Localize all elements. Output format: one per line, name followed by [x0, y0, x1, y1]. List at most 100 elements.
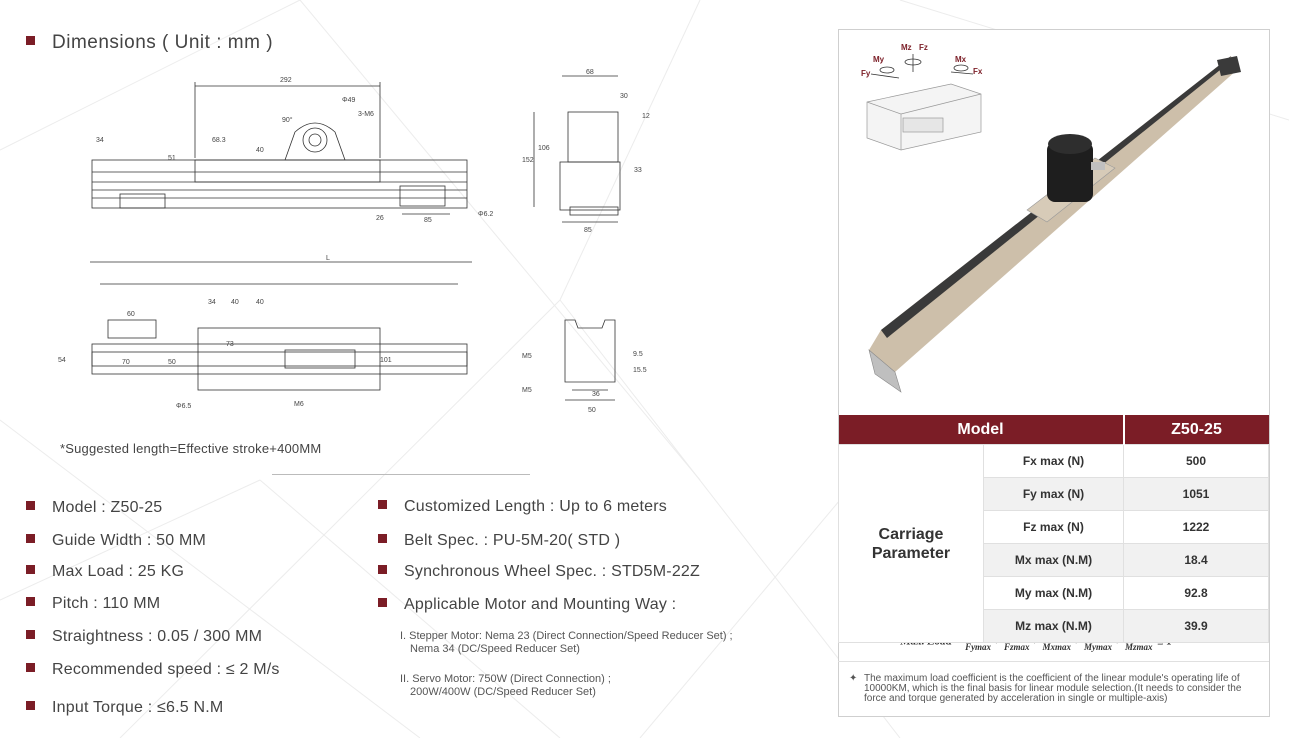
- dim-label: 70: [122, 359, 130, 366]
- moment-label: Mz: [901, 43, 912, 52]
- carriage-parameter-label: Carriage Parameter: [838, 444, 984, 643]
- bullet-square-icon: [378, 598, 387, 608]
- dim-label: 3-M6: [358, 111, 374, 118]
- denominator: Fzmax: [1004, 642, 1030, 652]
- dim-label: 50: [168, 359, 176, 366]
- bullet-square-icon: [26, 701, 35, 711]
- dim-label: 73: [226, 341, 234, 348]
- spec-guide-width: Guide Width : 50 MM: [26, 532, 206, 550]
- spec-text: Applicable Motor and Mounting Way :: [404, 596, 677, 613]
- param-label: Fx max (N): [983, 444, 1124, 478]
- dim-label: L: [326, 255, 330, 262]
- dim-label: 36: [592, 391, 600, 398]
- force-label: Fz: [919, 43, 928, 52]
- footnote-text: The maximum load coefficient is the coef…: [864, 673, 1242, 704]
- note-line: 200W/400W (DC/Speed Reducer Set): [410, 686, 596, 698]
- dim-label: 60: [127, 311, 135, 318]
- spec-custom-length: Customized Length : Up to 6 meters: [378, 498, 667, 516]
- spec-text: Customized Length : Up to 6 meters: [404, 498, 667, 515]
- spec-model: Model : Z50-25: [26, 499, 162, 517]
- bullet-square-icon: [26, 36, 35, 46]
- dim-label: 85: [584, 227, 592, 234]
- heading-text: Dimensions ( Unit : mm ): [52, 32, 274, 53]
- denominator: Fymax: [965, 642, 992, 652]
- note-line: I. Stepper Motor: Nema 23 (Direct Connec…: [400, 630, 733, 642]
- denominator: Mymax: [1084, 642, 1112, 652]
- dim-label: 85: [424, 217, 432, 224]
- dim-label: M5: [522, 353, 532, 360]
- param-label: Fy max (N): [983, 477, 1124, 511]
- param-label: Mx max (N.M): [983, 543, 1124, 577]
- dim-label: 54: [58, 357, 66, 364]
- dim-label: 106: [538, 145, 550, 152]
- spec-speed: Recommended speed : ≤ 2 M/s: [26, 661, 280, 679]
- motor-note-servo: II. Servo Motor: 750W (Direct Connection…: [400, 673, 611, 699]
- bullet-square-icon: [26, 565, 35, 575]
- dim-label: 292: [280, 77, 292, 84]
- bullet-square-icon: [378, 534, 387, 544]
- param-label: Mz max (N.M): [983, 609, 1124, 643]
- dim-label: Φ49: [342, 97, 355, 104]
- spec-text: Straightness : 0.05 / 300 MM: [52, 628, 263, 645]
- param-label: My max (N.M): [983, 576, 1124, 610]
- spec-text: Pitch : 110 MM: [52, 595, 161, 612]
- header-model-value: Z50-25: [1122, 415, 1269, 445]
- suggested-length-note: *Suggested length=Effective stroke+400MM: [60, 441, 322, 456]
- param-value: 92.8: [1123, 576, 1269, 610]
- spec-text: Max Load : 25 KG: [52, 563, 185, 580]
- dim-label: 26: [376, 215, 384, 222]
- dim-label: 40: [256, 147, 264, 154]
- spec-pitch: Pitch : 110 MM: [26, 595, 160, 613]
- bullet-square-icon: [378, 565, 387, 575]
- spec-text: Belt Spec. : PU-5M-20( STD ): [404, 532, 621, 549]
- product-image: Mz Fz My Mx Fy Fx: [861, 43, 1241, 393]
- param-label: Fz max (N): [983, 510, 1124, 544]
- spec-text: Input Torque : ≤6.5 N.M: [52, 699, 224, 716]
- param-value: 39.9: [1123, 609, 1269, 643]
- spec-text: Guide Width : 50 MM: [52, 532, 207, 549]
- bullet-square-icon: [378, 500, 387, 510]
- dimension-drawings: 292 Φ49 3-M6 90° 68.3 40 34 51 26 85 Φ6.…: [58, 69, 650, 414]
- param-value: 500: [1123, 444, 1269, 478]
- denominator: Mzmax: [1124, 642, 1153, 652]
- force-label: Fy: [861, 69, 871, 78]
- spec-torque: Input Torque : ≤6.5 N.M: [26, 699, 223, 717]
- dim-label: 152: [522, 157, 534, 164]
- spec-text: Synchronous Wheel Spec. : STD5M-22Z: [404, 563, 701, 580]
- dim-label: 34: [208, 299, 216, 306]
- dim-label: 12: [642, 113, 650, 120]
- bullet-square-icon: [26, 501, 35, 511]
- diamond-bullet-icon: ✦: [849, 673, 858, 684]
- bullet-square-icon: [26, 663, 35, 673]
- divider: [272, 474, 530, 475]
- spec-max-load: Max Load : 25 KG: [26, 563, 184, 581]
- denominator: Mxmax: [1042, 642, 1072, 652]
- dim-label: 34: [96, 137, 104, 144]
- dim-label: 101: [380, 357, 392, 364]
- parameter-table: Model Z50-25 Carriage Parameter Fx max (…: [838, 415, 1269, 643]
- force-label: Fx: [973, 67, 983, 76]
- param-value: 18.4: [1123, 543, 1269, 577]
- moment-label: My: [873, 55, 885, 64]
- dim-label: M5: [522, 387, 532, 394]
- spec-motor: Applicable Motor and Mounting Way :: [378, 596, 676, 614]
- note-line: Nema 34 (DC/Speed Reducer Set): [410, 643, 580, 655]
- dim-label: 50: [588, 407, 596, 414]
- dim-label: 40: [256, 299, 264, 306]
- dim-label: 68: [586, 69, 594, 76]
- spec-wheel: Synchronous Wheel Spec. : STD5M-22Z: [378, 563, 700, 581]
- dim-label: Φ6.2: [478, 211, 493, 218]
- bullet-square-icon: [26, 534, 35, 544]
- spec-text: Recommended speed : ≤ 2 M/s: [52, 661, 280, 678]
- section-heading: Dimensions ( Unit : mm ): [26, 32, 273, 54]
- moment-label: Mx: [955, 55, 967, 64]
- load-coefficient-footnote: ✦ The maximum load coefficient is the co…: [849, 674, 1259, 704]
- dim-label: 40: [231, 299, 239, 306]
- param-value: 1051: [1123, 477, 1269, 511]
- note-line: II. Servo Motor: 750W (Direct Connection…: [400, 673, 611, 685]
- dim-label: 90°: [282, 116, 293, 124]
- dim-label: Φ6.5: [176, 403, 191, 410]
- motor-note-stepper: I. Stepper Motor: Nema 23 (Direct Connec…: [400, 630, 733, 656]
- group-text: Carriage Parameter: [871, 525, 951, 562]
